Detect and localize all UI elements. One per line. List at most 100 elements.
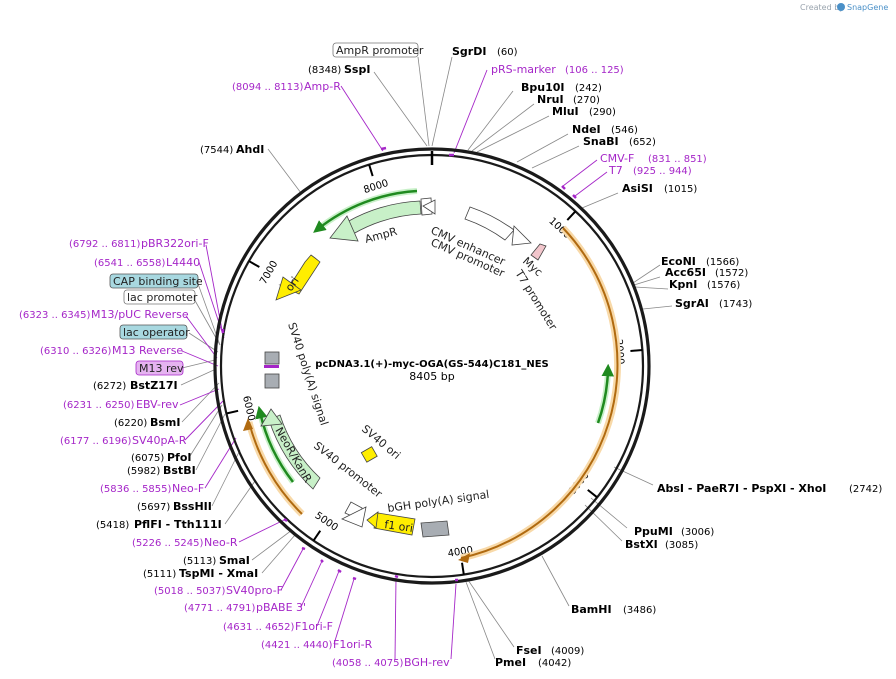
primer-f1ori-f: F1ori-F — [295, 620, 333, 633]
primer-amp-r: Amp-R — [304, 80, 341, 93]
primer-pbr322ori-f-pos: (6792 .. 6811) — [69, 239, 141, 250]
enzyme-ppumi: PpuMI — [634, 525, 673, 538]
tick-mark — [226, 409, 239, 415]
primer-ebv-rev-pos: (6231 .. 6250) — [63, 400, 135, 411]
enzyme-kpni: KpnI — [669, 278, 697, 291]
feature-neor[interactable] — [260, 408, 321, 490]
tick-mark — [587, 489, 598, 499]
boxed-label-lac-promoter[interactable]: lac promoter — [123, 289, 198, 305]
primer-amp-r-pos: (8094 .. 8113) — [232, 82, 304, 93]
enzyme-econi: EcoNI — [661, 255, 696, 268]
enzyme-xmai: TspMI - XmaI — [179, 567, 258, 580]
enzyme-xhoi-pos: (2742) — [849, 484, 882, 495]
feature-f1-ori[interactable] — [366, 511, 416, 536]
primer-prs-marker: pRS-marker — [491, 63, 556, 76]
snapgene-logo: SnapGene — [837, 3, 888, 12]
feature-sv40-promoter[interactable] — [341, 501, 367, 528]
feature-sv40-polya[interactable] — [264, 351, 280, 389]
primer-cmv-f: CMV-F — [600, 152, 634, 165]
enzyme-snabi-pos: (652) — [629, 137, 656, 148]
label-leader-lines — [180, 56, 673, 660]
enzyme-pmei-pos: (4042) — [538, 658, 571, 669]
enzyme-sgrai: SgrAI — [675, 297, 709, 310]
primer-pbabe-3-pos: (4771 .. 4791) — [184, 603, 256, 614]
enzyme-xmai-pos: (5111) — [143, 569, 176, 580]
enzyme-sgrdi-pos: (60) — [497, 47, 518, 58]
created-by-label: Created by — [800, 3, 844, 12]
feature-cmv[interactable] — [464, 206, 532, 246]
enzyme-bamhi: BamHI — [571, 603, 612, 616]
enzyme-bstxi-pos: (3085) — [665, 540, 698, 551]
enzyme-bsmi-pos: (6220) — [114, 418, 147, 429]
enzyme-kpni-pos: (1576) — [707, 280, 740, 291]
enzyme-sgrai-pos: (1743) — [719, 299, 752, 310]
primer-neo-r: Neo-R — [204, 536, 238, 549]
primer-t7: T7 — [608, 164, 623, 177]
enzyme-bsmi: BsmI — [150, 416, 181, 429]
boxed-label-cap-binding-site[interactable]: CAP binding site — [109, 273, 203, 289]
tick-mark — [461, 562, 465, 575]
primer-neo-r-pos: (5226 .. 5245) — [132, 538, 204, 549]
primer-cmv-f-pos: (831 .. 851) — [648, 154, 707, 165]
enzyme-acc65i: Acc65I — [665, 266, 706, 279]
primer-sv40pro-f: SV40pro-F — [226, 584, 283, 597]
primer-f1ori-r-pos: (4421 .. 4440) — [261, 640, 333, 651]
feature-ampr[interactable] — [329, 197, 436, 242]
svg-text:M13 rev: M13 rev — [139, 362, 184, 375]
boxed-label-lac-operator[interactable]: lac operator — [119, 324, 190, 340]
enzyme-econi-pos: (1566) — [706, 257, 739, 268]
enzyme-bstbi-pos: (5982) — [127, 466, 160, 477]
primer-prs-marker-pos: (106 .. 125) — [565, 65, 624, 76]
boxed-label-m13-rev[interactable]: M13 rev — [135, 360, 184, 376]
primer-l4440-pos: (6541 .. 6558) — [94, 258, 166, 269]
primer-pbabe-3: pBABE 3' — [256, 601, 306, 614]
tick-mark — [566, 210, 577, 221]
feature-ori[interactable] — [275, 254, 321, 301]
tick-mark — [248, 260, 260, 268]
primer-ebv-rev: EBV-rev — [136, 398, 179, 411]
enzyme-ppumi-pos: (3006) — [681, 527, 714, 538]
tick-label: 6000 — [240, 395, 256, 422]
enzyme-pflfi: PflFI - Tth111I — [134, 518, 222, 531]
enzyme-bstbi: BstBI — [163, 464, 196, 477]
feature-sv40-ori[interactable] — [360, 446, 378, 463]
enzyme-ndei: NdeI — [572, 123, 601, 136]
boxed-label-ampr-promoter[interactable]: AmpR promoter — [332, 42, 424, 58]
feature-label-f1-ori: f1 ori — [384, 518, 414, 535]
orf-arcs — [243, 225, 621, 563]
enzyme-smai: SmaI — [219, 554, 250, 567]
enzyme-nrui: NruI — [537, 93, 564, 106]
enzyme-mlui: MluI — [552, 105, 579, 118]
primer-bgh-rev: BGH-rev — [404, 656, 450, 669]
svg-text:AmpR promoter: AmpR promoter — [336, 44, 424, 57]
primer-pbr322ori-f: pBR322ori-F — [141, 237, 209, 250]
enzyme-ndei-pos: (546) — [611, 125, 638, 136]
primer-neo-f-pos: (5836 .. 5855) — [100, 484, 172, 495]
green-markers — [255, 188, 615, 484]
primer-sv40pa-r: SV40pA-R — [132, 434, 187, 447]
enzyme-bsshii: BssHII — [173, 500, 212, 513]
enzyme-bstxi: BstXI — [625, 538, 658, 551]
tick-label: 7000 — [258, 259, 280, 287]
enzyme-pflfi-pos: (5418) — [96, 520, 129, 531]
primer-f1ori-f-pos: (4631 .. 4652) — [223, 622, 295, 633]
primer-marks — [221, 146, 577, 582]
feature-label-sv40-promoter: SV40 promoter — [311, 439, 385, 501]
tick-label: 5000 — [313, 510, 340, 533]
primer-bgh-rev-pos: (4058 .. 4075) — [332, 658, 404, 669]
enzyme-pmei: PmeI — [495, 656, 526, 669]
enzyme-fsei: FseI — [516, 644, 542, 657]
feature-myc[interactable] — [530, 243, 547, 261]
enzyme-asisi-pos: (1015) — [664, 184, 697, 195]
enzyme-asisi: AsiSI — [622, 182, 653, 195]
primer-sv40pa-r-pos: (6177 .. 6196) — [60, 436, 132, 447]
svg-text:lac promoter: lac promoter — [127, 291, 198, 304]
feature-label-sv40-polya: SV40 poly(A) signal — [285, 321, 331, 427]
enzyme-sspi-pos: (8348) — [308, 65, 341, 76]
feature-bgh-polya[interactable] — [420, 520, 450, 538]
enzyme-xhoi: AbsI - PaeR7I - PspXI - XhoI — [657, 482, 826, 495]
enzyme-pfoi-pos: (6075) — [131, 453, 164, 464]
plasmid-length: 8405 bp — [409, 370, 454, 383]
tick-mark — [312, 530, 322, 542]
